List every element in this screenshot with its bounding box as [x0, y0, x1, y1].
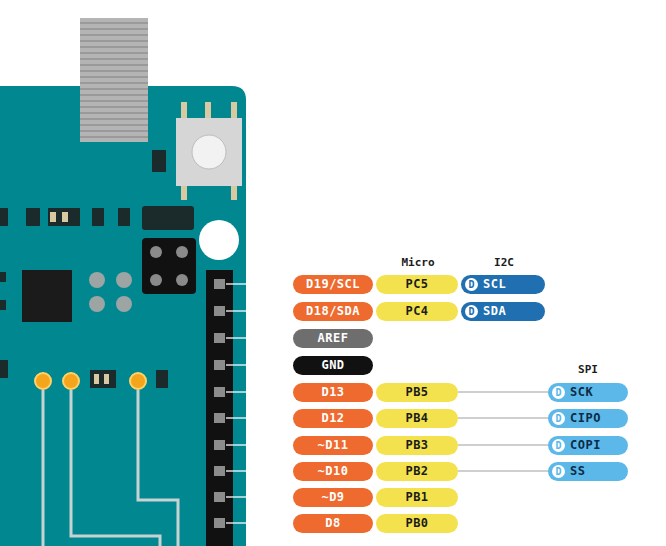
header-pin	[214, 306, 225, 316]
leader-line	[226, 522, 291, 524]
traces	[43, 390, 178, 546]
gnd-pill: GND	[293, 356, 373, 375]
leader-line	[226, 337, 291, 339]
leader-line	[226, 391, 291, 393]
pin-label: PB2	[405, 464, 428, 478]
usb-connector	[80, 18, 148, 142]
icsp-header	[142, 238, 196, 294]
board-outline	[0, 86, 246, 546]
pin-label: PB3	[405, 438, 428, 452]
micro-port-pill: PC4	[376, 302, 458, 321]
pin-label: ~D9	[321, 490, 344, 504]
arduino-pin-pill: D12	[293, 409, 373, 428]
usb-chip	[22, 270, 72, 322]
pin-label: COPI	[570, 438, 601, 452]
arduino-pin-pill: D18/SDA	[293, 302, 373, 321]
pin-label: ~D10	[318, 464, 349, 478]
micro-port-pill: PB0	[376, 514, 458, 533]
pin-label: D19/SCL	[306, 277, 360, 291]
leader-line	[226, 417, 291, 419]
pin-label: PB4	[405, 411, 428, 425]
pin-label: SDA	[483, 304, 506, 318]
aref-pill: AREF	[293, 329, 373, 348]
pin-label: PC4	[405, 304, 428, 318]
micro-port-pill: PB3	[376, 436, 458, 455]
header-pin	[214, 279, 225, 289]
arduino-pin-pill: D19/SCL	[293, 275, 373, 294]
micro-port-pill: PC5	[376, 275, 458, 294]
pin-label: PB5	[405, 385, 428, 399]
micro-port-pill: PB5	[376, 383, 458, 402]
leader-line	[226, 283, 291, 285]
spi-pill: D SS	[548, 462, 628, 481]
pin-label: ~D11	[318, 438, 349, 452]
reset-button-base	[176, 118, 242, 186]
header-pin	[214, 387, 225, 397]
pads	[89, 272, 132, 312]
pin-label: SCL	[483, 277, 506, 291]
micro-port-pill: PB2	[376, 462, 458, 481]
pin-label: PB0	[405, 516, 428, 530]
pin-label: D8	[325, 516, 340, 530]
arduino-pin-pill: D8	[293, 514, 373, 533]
button-legs	[181, 102, 237, 200]
spi-pill: D COPI	[548, 436, 628, 455]
pin-label: GND	[321, 358, 344, 372]
arduino-pin-pill: ~D9	[293, 488, 373, 507]
pin-label: PC5	[405, 277, 428, 291]
header-pins	[214, 279, 291, 528]
arduino-pin-pill: ~D11	[293, 436, 373, 455]
leader-line	[226, 364, 291, 366]
signal-line	[458, 444, 548, 445]
leds	[35, 373, 146, 389]
mounting-hole	[199, 220, 239, 260]
arduino-pin-pill: D13	[293, 383, 373, 402]
digital-badge: D	[552, 412, 565, 425]
pin-label: D18/SDA	[306, 304, 360, 318]
signal-line	[458, 417, 548, 418]
column-header: I2C	[494, 256, 514, 269]
column-header: SPI	[578, 363, 598, 376]
column-header: Micro	[401, 256, 434, 269]
signal-line	[458, 470, 548, 471]
digital-badge: D	[552, 465, 565, 478]
digital-badge: D	[552, 439, 565, 452]
reset-button	[192, 135, 226, 169]
digital-badge: D	[552, 386, 565, 399]
header-pin	[214, 518, 225, 528]
arduino-pin-pill: ~D10	[293, 462, 373, 481]
pin-label: D13	[321, 385, 344, 399]
i2c-pill: D SCL	[461, 275, 545, 294]
header-pin	[214, 492, 225, 502]
header-pin	[214, 466, 225, 476]
header-pin	[214, 333, 225, 343]
header-pin	[214, 440, 225, 450]
spi-pill: D SCK	[548, 383, 628, 402]
leader-line	[226, 444, 291, 446]
icsp-pins	[150, 246, 188, 286]
header-pin	[214, 360, 225, 370]
signal-line	[458, 391, 548, 392]
pin-label: SCK	[570, 385, 593, 399]
leader-line	[226, 470, 291, 472]
pin-label: AREF	[318, 331, 349, 345]
digital-badge: D	[465, 305, 478, 318]
pin-label: D12	[321, 411, 344, 425]
micro-port-pill: PB4	[376, 409, 458, 428]
spi-pill: D CIPO	[548, 409, 628, 428]
pin-label: SS	[570, 464, 585, 478]
header-pin	[214, 413, 225, 423]
pin-label: CIPO	[570, 411, 601, 425]
i2c-pill: D SDA	[461, 302, 545, 321]
pin-label: PB1	[405, 490, 428, 504]
micro-port-pill: PB1	[376, 488, 458, 507]
leader-line	[226, 496, 291, 498]
leader-line	[226, 310, 291, 312]
digital-badge: D	[465, 278, 478, 291]
